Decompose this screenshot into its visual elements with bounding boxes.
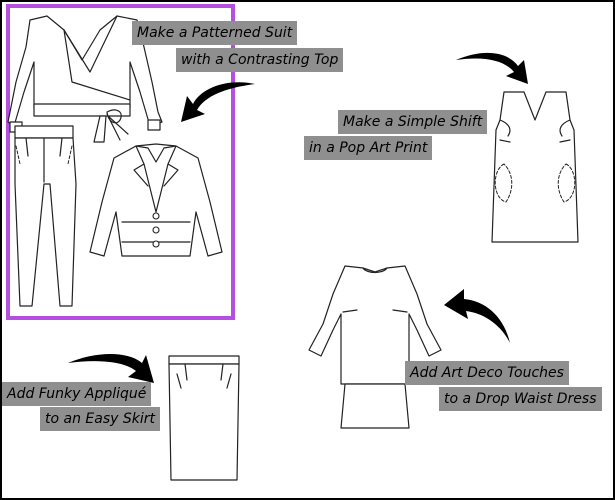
shift-dress-sketch [491, 91, 579, 243]
curved-arrow-icon [456, 52, 528, 84]
wrap-top-sketch [7, 15, 163, 143]
curved-arrow-icon [68, 354, 154, 383]
caption-suit-line1: Make a Patterned Suit [132, 21, 298, 45]
caption-skirt-line1: Add Funky Appliqué [2, 382, 152, 406]
drop-waist-dress-sketch [308, 265, 442, 429]
pencil-skirt-sketch [168, 355, 240, 481]
caption-shift-line1: Make a Simple Shift [338, 110, 488, 134]
caption-skirt-line2: to an Easy Skirt [40, 407, 160, 431]
caption-shift-line2: in a Pop Art Print [304, 136, 433, 160]
curved-arrow-icon [444, 289, 510, 343]
caption-dress-line1: Add Art Deco Touches [405, 361, 569, 385]
suit-highlight-box [6, 4, 235, 320]
caption-suit-line2: with a Contrasting Top [176, 48, 344, 72]
caption-dress-line2: to a Drop Waist Dress [439, 387, 602, 411]
trousers-sketch [14, 125, 77, 307]
curved-arrow-icon [181, 82, 255, 122]
jacket-sketch [89, 143, 223, 257]
